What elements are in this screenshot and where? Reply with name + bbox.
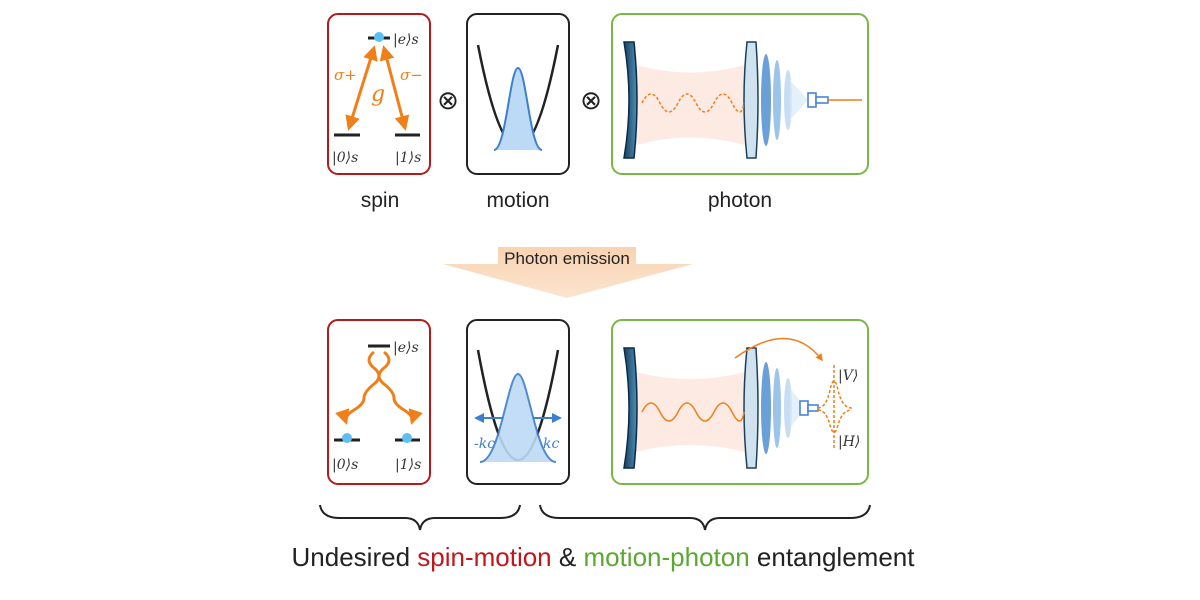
spin-label: spin — [361, 189, 400, 212]
emission-curve-arrow — [734, 337, 823, 362]
caption-part-3: & — [552, 542, 584, 572]
motion-wavepacket — [493, 66, 543, 151]
photon-emission-arrow: Photon emission — [443, 247, 693, 298]
top-motion-box — [466, 13, 570, 175]
pol-wavepacket-v — [817, 380, 853, 409]
pol-v-label: |V⟩ — [838, 368, 858, 384]
sigma-plus-label: σ+ — [334, 66, 357, 84]
emission-arrow-shape — [443, 247, 693, 298]
tensor-symbol-1: ⊗ — [437, 85, 459, 115]
pol-wavepacket-h — [817, 409, 853, 434]
focused-beam-bottom — [790, 388, 806, 428]
top-photon-box — [611, 13, 869, 175]
sigma-minus-arrow — [379, 45, 410, 131]
ion-in-ground0 — [342, 433, 352, 443]
top-photon-panel — [611, 13, 869, 175]
decay-wave-right — [377, 350, 423, 425]
coupling-g-label: g — [371, 82, 385, 107]
fiber-coupler-bottom — [799, 400, 809, 416]
sigma-minus-label: σ− — [400, 66, 423, 84]
ion-in-ground1 — [402, 433, 412, 443]
sigma-plus-arrow — [345, 45, 378, 131]
bottom-motion-box — [466, 319, 570, 485]
cavity-mirror-left — [623, 41, 638, 159]
caption: Undesired spin-motion & motion-photon en… — [292, 542, 916, 572]
cavity-mode — [636, 65, 745, 145]
kc-minus-label: -kc — [474, 436, 495, 452]
caption-motion-photon: motion-photon — [583, 542, 749, 572]
lens-2 — [773, 60, 781, 140]
spin-ion — [374, 32, 384, 42]
cavity-standing-wave — [641, 93, 745, 113]
caption-part-5: entanglement — [750, 542, 916, 572]
cavity-mode-bottom — [636, 372, 745, 452]
emission-arrow-label: Photon emission — [504, 249, 630, 268]
lens-1-bottom — [761, 362, 771, 454]
excited-state-label: |e⟩s — [393, 32, 419, 48]
fiber-connector-top — [815, 96, 829, 104]
decay-wave-left — [335, 350, 381, 425]
caption-part-1: Undesired — [292, 542, 418, 572]
focused-beam — [790, 80, 808, 120]
cavity-wave-bottom — [641, 402, 745, 422]
fiber-connector-bottom — [807, 404, 819, 412]
bottom-motion-panel: -kc kc — [466, 319, 570, 485]
motion-wavepacket-bottom — [479, 372, 557, 463]
bottom-spin-panel: |e⟩s |0⟩s |1⟩s — [327, 319, 431, 485]
top-spin-box — [327, 13, 431, 175]
lens-2-bottom — [773, 368, 781, 448]
cavity-mirror-left-bottom — [623, 347, 638, 469]
lens-1 — [761, 54, 771, 146]
top-motion-panel — [466, 13, 570, 175]
brace-spin-motion — [319, 504, 521, 531]
tensor-symbol-2: ⊗ — [580, 85, 602, 115]
ground0-label-bottom: |0⟩s — [332, 457, 358, 473]
bottom-photon-panel: |V⟩ |H⟩ — [611, 319, 869, 485]
bottom-spin-box — [327, 319, 431, 485]
ground1-label: |1⟩s — [395, 150, 421, 166]
excited-state-label-bottom: |e⟩s — [393, 340, 419, 356]
fiber-coupler-top — [807, 92, 817, 108]
brace-motion-photon — [539, 504, 871, 531]
ground1-label-bottom: |1⟩s — [395, 457, 421, 473]
photon-label: photon — [708, 189, 772, 212]
ground0-label: |0⟩s — [332, 150, 358, 166]
caption-spin-motion: spin-motion — [417, 542, 551, 572]
motion-label: motion — [486, 189, 549, 212]
kc-plus-label: kc — [543, 436, 559, 452]
cavity-mirror-right — [743, 41, 759, 159]
cavity-mirror-right-bottom — [743, 347, 759, 469]
pol-h-label: |H⟩ — [838, 434, 860, 450]
bottom-photon-box — [611, 319, 869, 485]
top-spin-panel: |e⟩s |0⟩s |1⟩s σ+ σ− g — [327, 13, 431, 175]
